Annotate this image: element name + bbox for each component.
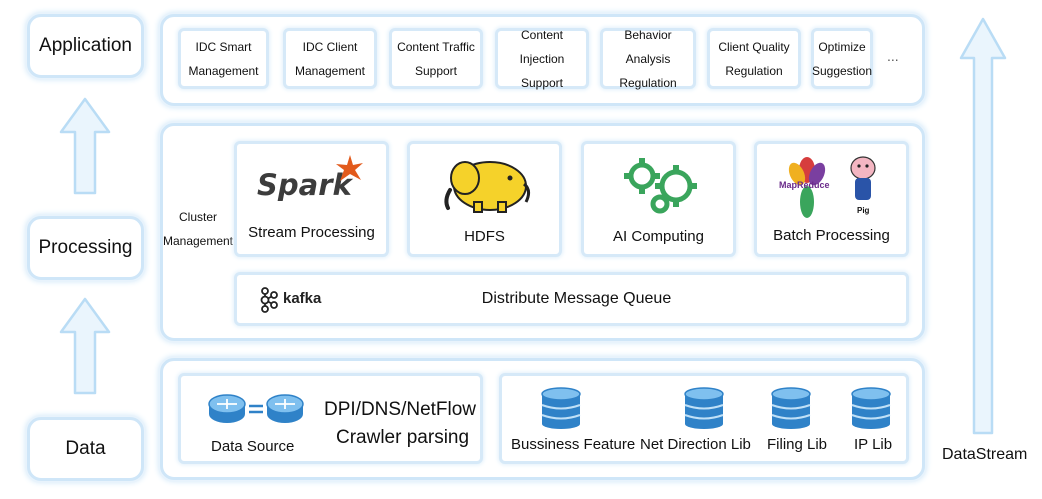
libs-card: Bussiness Feature Net Direction Lib Fili…: [499, 373, 909, 464]
datastream-arrow-icon: [959, 17, 1007, 435]
hadoop-elephant-icon: [444, 161, 531, 213]
lib-label: Filing Lib: [767, 436, 828, 453]
lib-label: Net Direction Lib: [640, 436, 751, 453]
batch-processing-card: MapReduce Pig Batch Processing: [754, 141, 909, 257]
layer-application: Application: [27, 14, 144, 78]
hdfs-label: HDFS: [464, 228, 505, 245]
data-source-card: Data Source DPI/DNS/NetFlow Crawler pars…: [178, 373, 483, 464]
database-icon: [771, 387, 811, 429]
data-source-label: Data Source: [211, 438, 295, 455]
mapreduce-logo-icon: [788, 157, 826, 218]
database-icon: [541, 387, 581, 429]
layer-data: Data: [27, 417, 144, 481]
hdfs-card: HDFS: [407, 141, 562, 257]
router-icon: [208, 394, 304, 423]
app-more-ellipsis: ...: [887, 48, 899, 64]
ai-computing-card: AI Computing: [581, 141, 736, 257]
message-queue-label: Distribute Message Queue: [481, 290, 672, 307]
parse-line-1: DPI/DNS/NetFlow: [324, 399, 477, 420]
pig-logo-icon: [850, 156, 876, 200]
database-icon: [684, 387, 724, 429]
lib-label: Bussiness Feature: [511, 436, 636, 453]
up-arrow-icon: [59, 297, 111, 395]
batch-processing-label: Batch Processing: [773, 227, 890, 244]
mapreduce-logo-text: MapReduce: [779, 180, 830, 190]
stream-processing-label: Stream Processing: [248, 224, 375, 241]
layer-processing: Processing: [27, 216, 144, 280]
layer-data-label: Data: [65, 438, 106, 459]
kafka-logo-text: kafka: [283, 290, 322, 307]
database-icon: [851, 387, 891, 429]
spark-star-icon: [336, 155, 363, 181]
lib-label: IP Lib: [854, 436, 893, 453]
ai-computing-label: AI Computing: [613, 228, 704, 245]
up-arrow-icon: [59, 97, 111, 195]
gears-icon: [624, 158, 697, 214]
message-queue-bar: kafka Distribute Message Queue: [234, 272, 909, 326]
pig-logo-text: Pig: [857, 206, 870, 215]
stream-processing-card: Spark Stream Processing: [234, 141, 389, 257]
layer-application-label: Application: [39, 35, 132, 56]
layer-processing-label: Processing: [38, 237, 133, 258]
kafka-icon: [260, 287, 278, 313]
cluster-management-label: Cluster Management: [162, 210, 234, 248]
parse-line-2: Crawler parsing: [336, 427, 470, 448]
spark-logo: Spark: [257, 168, 352, 202]
datastream-label: DataStream: [942, 446, 1028, 463]
